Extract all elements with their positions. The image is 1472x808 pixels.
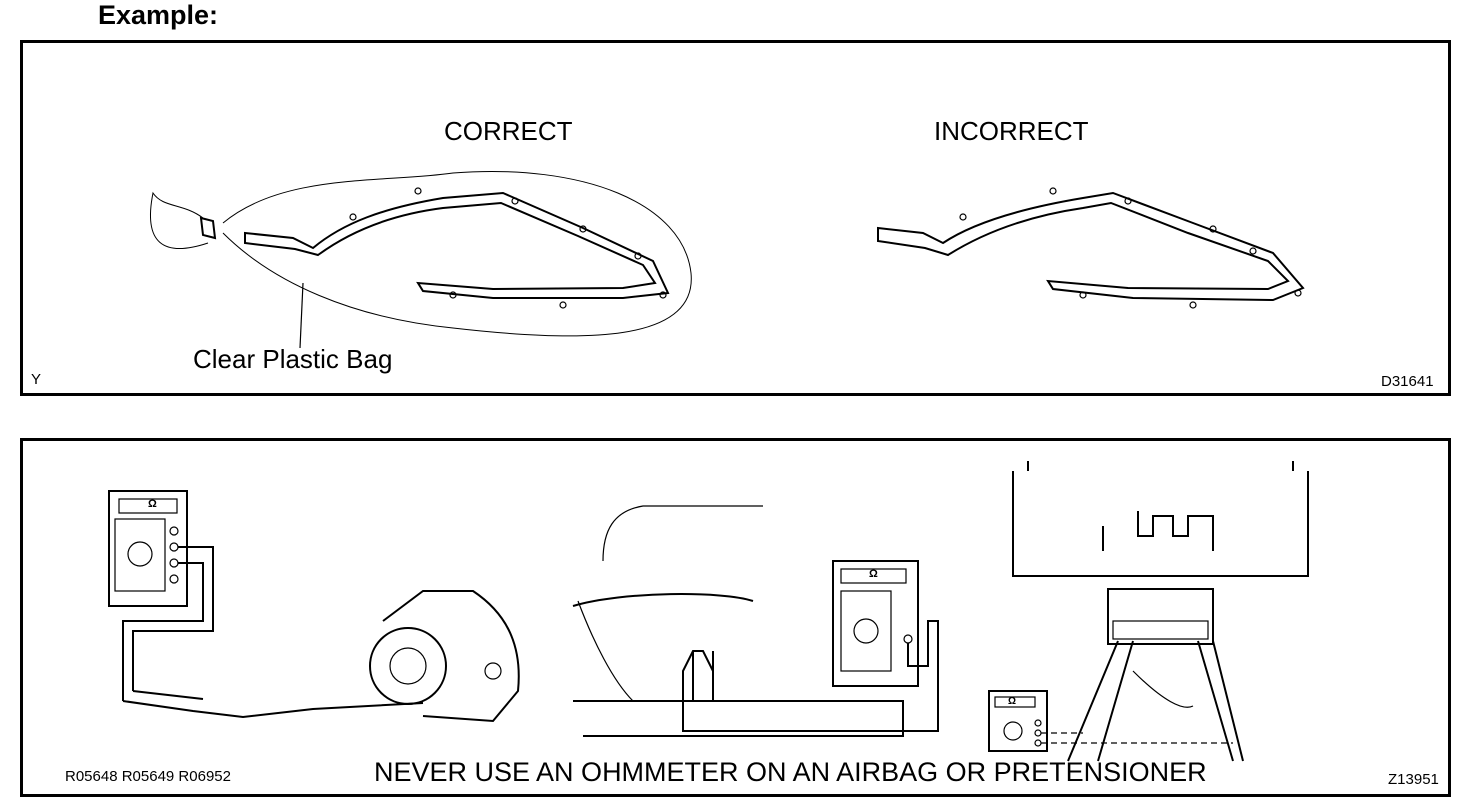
unbagged-airbag-illustration [877, 187, 1305, 309]
ohmmeter-left-illustration [108, 490, 424, 719]
illustration-codes: R05648 R05649 R06952 [65, 768, 231, 785]
ohmmeter-warning-text: NEVER USE AN OHMMETER ON AN AIRBAG OR PR… [374, 757, 1207, 787]
dashboard-ohmmeter-illustration [572, 505, 939, 737]
incorrect-label: INCORRECT [934, 116, 1089, 146]
ohmmeter-symbol-left: Ω [148, 498, 157, 510]
ecu-connector-ohmmeter-illustration [988, 461, 1309, 762]
airbag-storage-illustration [149, 170, 1305, 349]
ohmmeter-warning-illustration [108, 461, 1309, 762]
airbag-storage-panel: CORRECT INCORRECT Clear Plastic Bag Y D3… [20, 40, 1451, 396]
figure-code: D31641 [1381, 373, 1434, 390]
clear-plastic-bag-callout: Clear Plastic Bag [193, 344, 393, 374]
page-heading: Example: [98, 0, 219, 30]
ohmmeter-warning-panel: Ω Ω Ω R05648 R05649 R06952 NEVER USE AN … [20, 438, 1451, 797]
pretensioner-illustration [369, 590, 520, 723]
correct-label: CORRECT [444, 116, 573, 146]
corner-mark: Y [31, 371, 42, 388]
ohmmeter-symbol-center: Ω [869, 568, 878, 580]
figure-code-bottom: Z13951 [1388, 771, 1439, 788]
ohmmeter-symbol-right: Ω [1008, 696, 1017, 707]
bagged-airbag-illustration [149, 170, 692, 349]
